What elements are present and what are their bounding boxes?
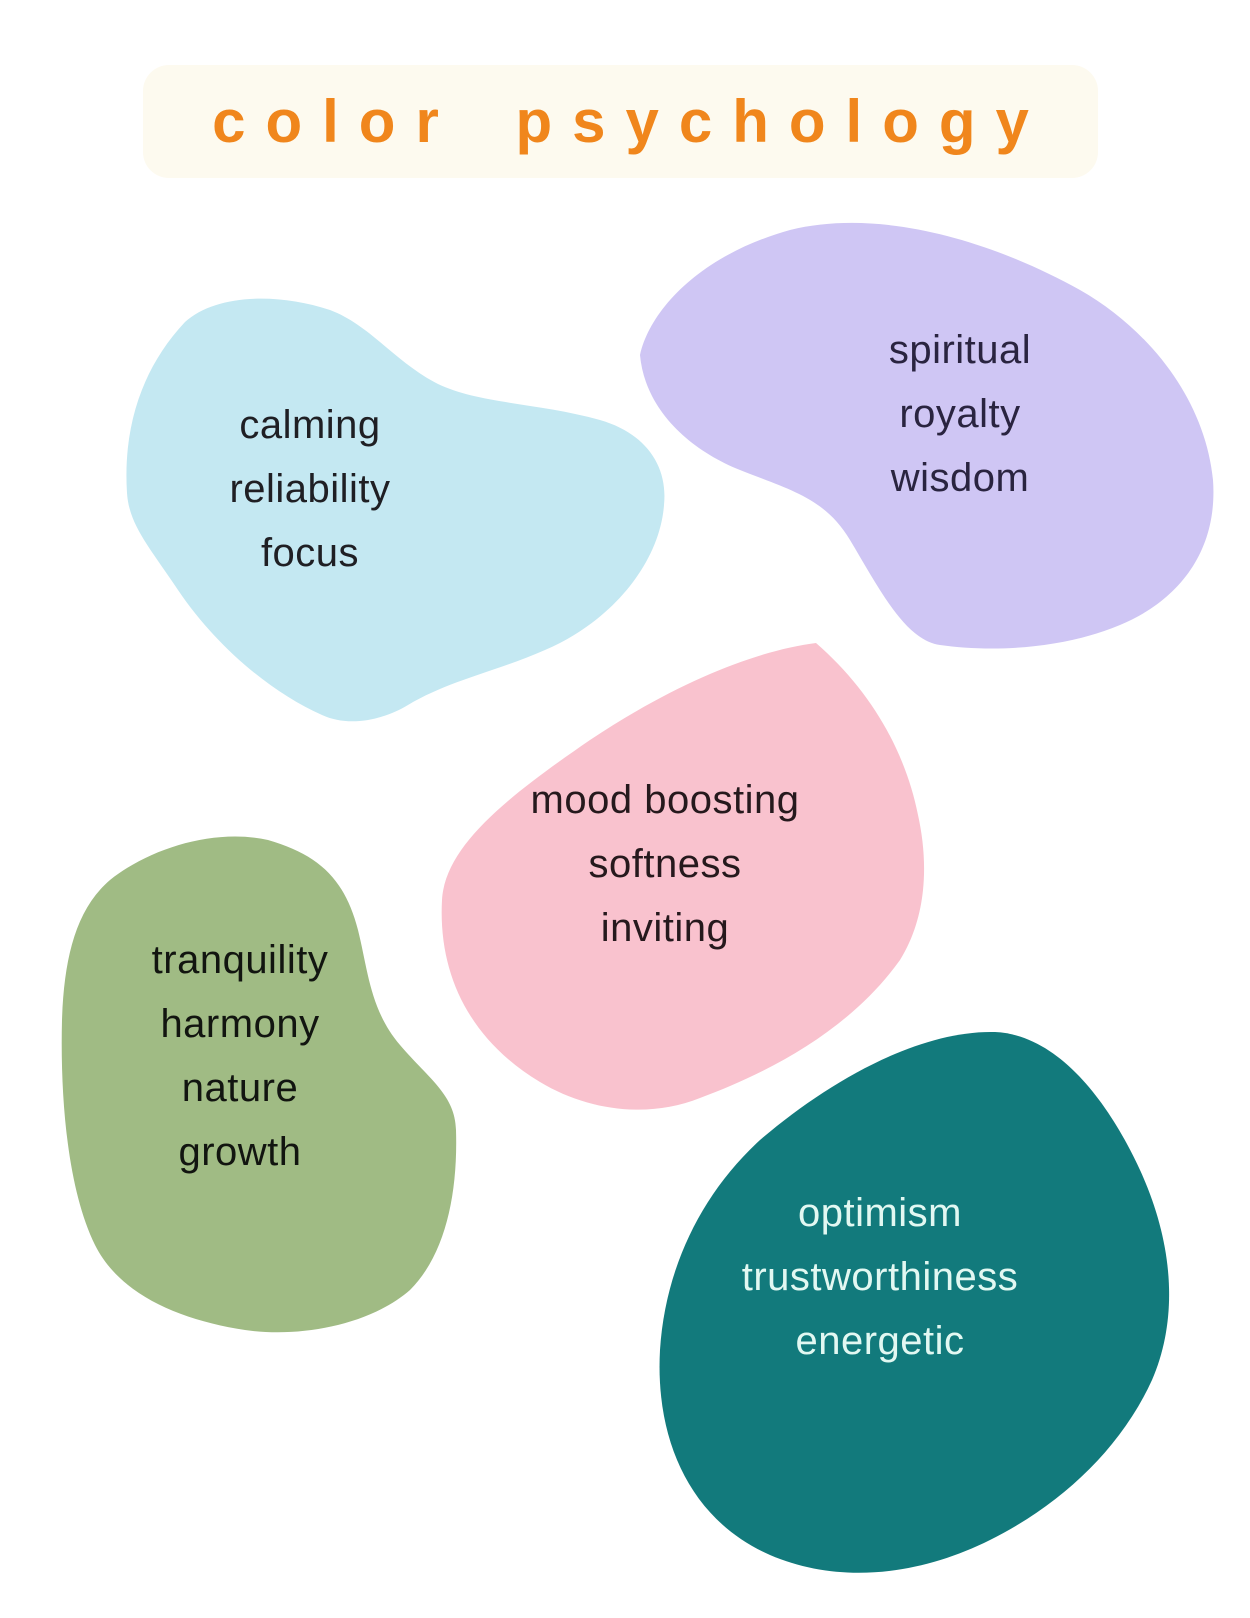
green-blob-line: growth	[178, 1130, 302, 1174]
green-blob-line: tranquility	[151, 938, 329, 982]
teal-blob-shape	[659, 1031, 1170, 1573]
teal-blob-line: energetic	[795, 1319, 965, 1363]
page-title: color psychology	[212, 88, 1049, 155]
green-blob-shape	[61, 836, 457, 1333]
blue-blob-shape	[126, 298, 665, 722]
purple-blob-shape	[640, 222, 1214, 649]
pink-blob-line: inviting	[600, 906, 730, 950]
green-blob-line: nature	[181, 1066, 299, 1110]
title-banner: color psychology	[143, 65, 1098, 178]
pink-blob-shape	[441, 643, 925, 1110]
pink-blob-line: mood boosting	[530, 778, 800, 822]
purple-blob-line: spiritual	[888, 328, 1032, 372]
purple-blob-label: spiritual royalty wisdom	[760, 318, 1160, 510]
blue-blob-line: reliability	[229, 467, 391, 511]
purple-blob-line: wisdom	[890, 456, 1030, 500]
pink-blob-label: mood boosting softness inviting	[455, 768, 875, 960]
blue-blob-line: focus	[260, 531, 360, 575]
teal-blob-label: optimism trustworthiness energetic	[680, 1181, 1080, 1373]
blue-blob-line: calming	[239, 403, 381, 447]
teal-blob-line: trustworthiness	[741, 1255, 1019, 1299]
green-blob-line: harmony	[160, 1002, 320, 1046]
blue-blob-label: calming reliability focus	[110, 393, 510, 585]
teal-blob-line: optimism	[797, 1191, 963, 1235]
pink-blob-line: softness	[588, 842, 742, 886]
purple-blob-line: royalty	[899, 392, 1021, 436]
green-blob-label: tranquility harmony nature growth	[40, 928, 440, 1184]
